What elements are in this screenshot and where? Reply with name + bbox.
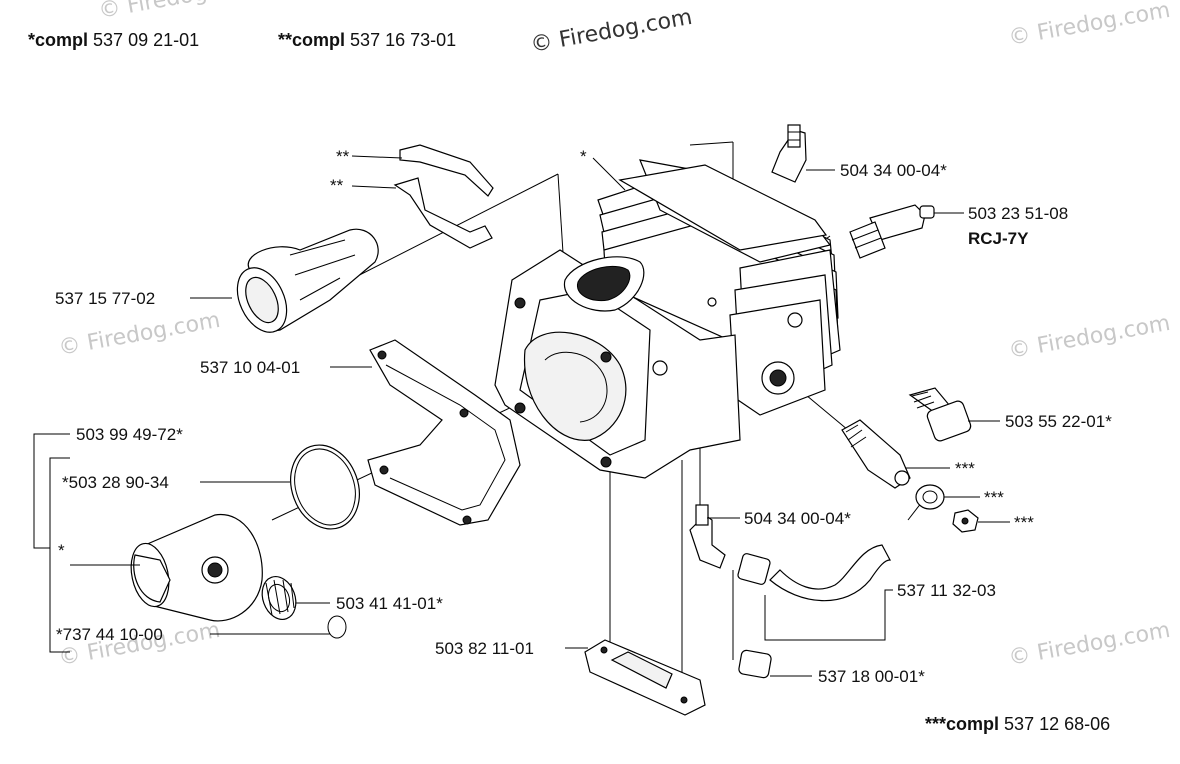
- screw-part: [952, 509, 979, 533]
- label-adapter: ***: [955, 459, 975, 478]
- impulse-nipple-part: [689, 504, 726, 569]
- watermark-main: © Firedog.com: [529, 5, 694, 58]
- watermark-faint: © Firedog.com: [1007, 618, 1172, 671]
- piston-part: [130, 513, 263, 622]
- label-clamp-b: **: [330, 176, 344, 195]
- label-piston: *: [58, 541, 65, 560]
- needle-bearing-part: [261, 576, 297, 620]
- label-spark-plug: 503 23 51-08: [968, 204, 1068, 223]
- impulse-connector-part: [737, 553, 771, 585]
- label-cylinder: *: [580, 147, 587, 166]
- label-screw: ***: [1014, 513, 1034, 532]
- watermark-faint: © Firedog.com: [57, 308, 222, 361]
- label-impulse-hose: 537 11 32-03: [897, 581, 996, 600]
- cylinder-base-gasket-part: [367, 339, 521, 526]
- compl-kit-1-label: *compl 537 09 21-01: [28, 30, 199, 50]
- adapter-nipple-part: [841, 419, 911, 489]
- impulse-hose-part: [769, 544, 891, 602]
- circlip-part: [327, 615, 347, 639]
- label-intake-boot: 537 15 77-02: [55, 289, 155, 308]
- label-washer: ***: [984, 488, 1004, 507]
- label-clamp-a: **: [336, 147, 350, 166]
- label-piston-kit: 503 99 49-72*: [76, 425, 183, 444]
- label-piston-ring: *503 28 90-34: [62, 473, 169, 492]
- compl-kit-2-label: **compl 537 16 73-01: [278, 30, 456, 50]
- part-labels: ** ** * 504 34 00-04* 503 23 51-08 RCJ-7…: [55, 147, 1112, 686]
- label-decomp-valve: 503 55 22-01*: [1005, 412, 1112, 431]
- decompression-valve-part: [908, 387, 972, 442]
- cylinder-part: [494, 159, 841, 479]
- watermark-faint: © Firedog.com: [1007, 311, 1172, 364]
- plug-part: [738, 649, 772, 679]
- leader-lines: [33, 155, 1010, 677]
- watermark-faint: © Firedog.com: [1007, 0, 1172, 51]
- intake-clamp-parts: [393, 144, 494, 249]
- top-nipple-part: [771, 124, 807, 183]
- label-impulse-nipple: 504 34 00-04*: [744, 509, 851, 528]
- label-spark-plug-type: RCJ-7Y: [968, 229, 1029, 248]
- intake-boot-part: [236, 228, 379, 333]
- label-plug: 537 18 00-01*: [818, 667, 925, 686]
- label-base-gasket: 537 10 04-01: [200, 358, 300, 377]
- label-needle-bearing: 503 41 41-01*: [336, 594, 443, 613]
- compl-kit-3-label: ***compl 537 12 68-06: [925, 714, 1110, 734]
- washer-part: [915, 484, 945, 510]
- watermark-faint: © Firedog.com: [97, 0, 262, 24]
- exhaust-gasket-part: [584, 639, 706, 716]
- spark-plug-part: [849, 204, 935, 259]
- label-top-nipple: 504 34 00-04*: [840, 161, 947, 180]
- label-circlip: *737 44 10-00: [56, 625, 163, 644]
- label-exhaust-gasket: 503 82 11-01: [435, 639, 534, 658]
- piston-ring-part: [290, 444, 360, 530]
